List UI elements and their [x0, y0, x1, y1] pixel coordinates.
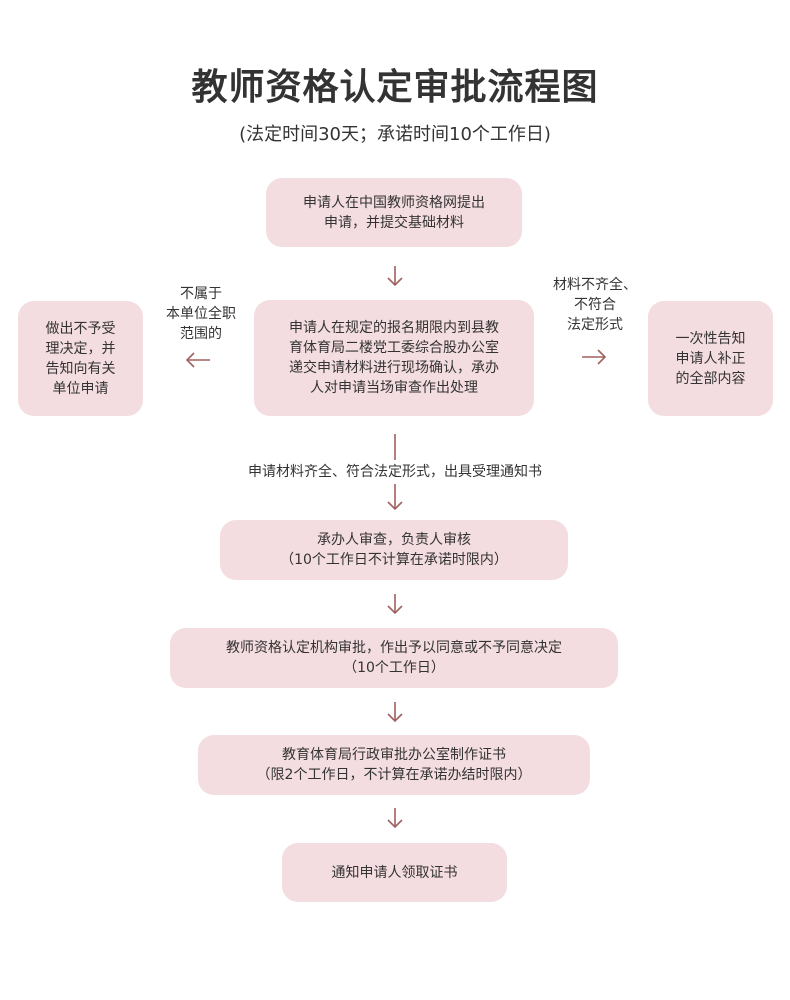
step-decision-box: 教师资格认定机构审批，作出予以同意或不予同意决定 （10个工作日）	[170, 628, 618, 688]
arrow-down-icon	[387, 594, 403, 615]
page-subtitle: (法定时间30天；承诺时间10个工作日)	[239, 124, 551, 145]
step-apply-online-text: 申请人在中国教师资格网提出 申请，并提交基础材料	[303, 194, 485, 231]
step-reject-box: 做出不予受 理决定，并 告知向有关 单位申请	[18, 301, 143, 416]
step-make-certificate-box: 教育体育局行政审批办公室制作证书 （限2个工作日，不计算在承诺办结时限内）	[198, 735, 590, 795]
arrow-down-icon	[387, 484, 403, 511]
step-review-box: 承办人审查，负责人审核 （10个工作日不计算在承诺时限内）	[220, 520, 568, 580]
step-apply-online-box: 申请人在中国教师资格网提出 申请，并提交基础材料	[266, 178, 522, 247]
arrow-left-icon	[185, 352, 210, 368]
step-collect-text: 通知申请人领取证书	[331, 864, 458, 881]
step-onsite-confirm-box: 申请人在规定的报名期限内到县教 育体育局二楼党工委综合股办公室 递交申请材料进行…	[254, 300, 534, 416]
arrow-line-top	[394, 434, 396, 460]
step-reject-text: 做出不予受 理决定，并 告知向有关 单位申请	[45, 320, 116, 397]
arrow-down-icon	[387, 266, 403, 287]
branch-label-incomplete: 材料不齐全、 不符合 法定形式	[553, 277, 637, 333]
branch-label-accepted: 申请材料齐全、符合法定形式，出具受理通知书	[248, 464, 542, 480]
step-notify-supplement-box: 一次性告知 申请人补正 的全部内容	[648, 301, 773, 416]
step-collect-box: 通知申请人领取证书	[282, 843, 507, 902]
step-make-certificate-text: 教育体育局行政审批办公室制作证书 （限2个工作日，不计算在承诺办结时限内）	[256, 747, 532, 783]
arrow-right-icon	[582, 349, 607, 365]
step-onsite-confirm-text: 申请人在规定的报名期限内到县教 育体育局二楼党工委综合股办公室 递交申请材料进行…	[289, 320, 499, 396]
step-review-text: 承办人审查，负责人审核 （10个工作日不计算在承诺时限内）	[280, 532, 508, 568]
arrow-down-icon	[387, 808, 403, 829]
step-notify-supplement-text: 一次性告知 申请人补正 的全部内容	[675, 330, 746, 387]
arrow-down-icon	[387, 702, 403, 723]
branch-label-not-in-scope: 不属于 本单位全职 范围的	[166, 286, 236, 342]
step-decision-text: 教师资格认定机构审批，作出予以同意或不予同意决定 （10个工作日）	[226, 640, 562, 676]
page-title: 教师资格认定审批流程图	[191, 66, 599, 108]
